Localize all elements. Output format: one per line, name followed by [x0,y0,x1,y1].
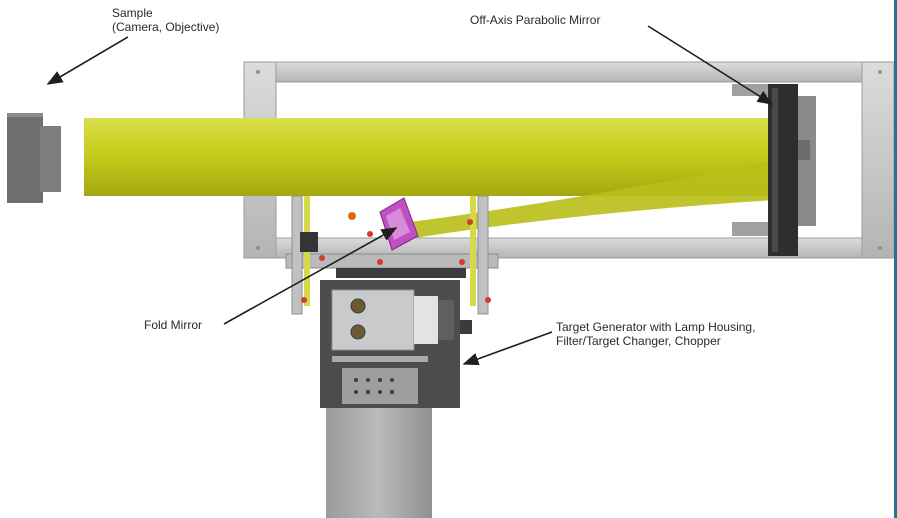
right-edge-line [894,0,897,518]
sample-camera [7,113,61,203]
label-fold-mirror-line-1: Fold Mirror [144,318,203,332]
label-target-generator-line-1: Target Generator with Lamp Housing, [556,320,756,334]
off-axis-parabolic-mirror [732,84,816,256]
arrow-off-axis-mirror [647,25,774,105]
label-sample-line-1: Sample [112,6,153,20]
label-target-generator-line-2: Filter/Target Changer, Chopper [556,334,721,348]
converging-beam [410,160,774,238]
support-column [326,400,432,518]
label-sample: Sample (Camera, Objective) [112,6,219,34]
arrow-fold-mirror [223,227,398,325]
arrow-sample [46,36,129,85]
label-target-generator: Target Generator with Lamp Housing, Filt… [556,320,755,348]
target-generator [320,280,472,408]
label-off-axis-mirror: Off-Axis Parabolic Mirror [470,13,600,27]
label-fold-mirror: Fold Mirror [144,318,202,332]
label-off-axis-mirror-line-1: Off-Axis Parabolic Mirror [470,13,601,27]
arrow-target-generator [462,331,553,366]
label-sample-line-2: (Camera, Objective) [112,20,220,34]
